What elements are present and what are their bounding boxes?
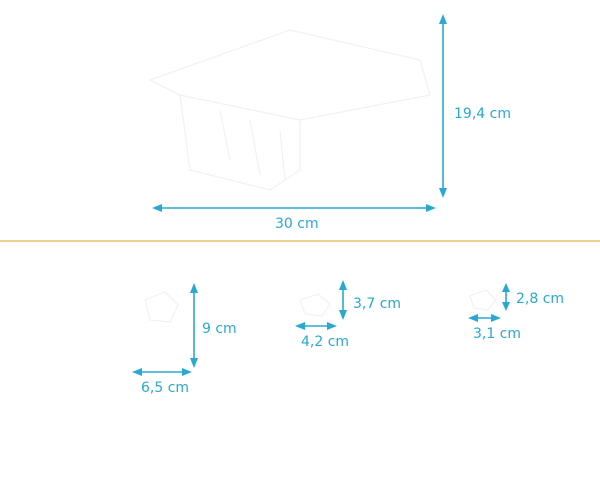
large-width-dimension (152, 204, 436, 212)
small-3-width-dimension (468, 314, 501, 322)
arrow-down-icon (339, 310, 347, 320)
arrow-left-icon (295, 322, 305, 330)
small-3-height-dimension (502, 283, 510, 311)
arrow-right-icon (182, 368, 192, 376)
small-2-width-dimension (295, 322, 337, 330)
large-width-label: 30 cm (275, 216, 319, 232)
small-3-width-label: 3,1 cm (473, 326, 521, 342)
small-2-width-label: 4,2 cm (301, 334, 349, 350)
arrow-up-icon (502, 283, 510, 292)
arrow-up-icon (190, 283, 198, 293)
small-item-2-sketch (299, 293, 331, 317)
small-1-height-dimension (190, 283, 198, 368)
arrow-down-icon (190, 358, 198, 368)
small-1-width-label: 6,5 cm (141, 380, 189, 396)
arrow-down-icon (439, 188, 447, 198)
small-1-height-label: 9 cm (202, 321, 237, 337)
arrow-left-icon (468, 314, 478, 322)
small-item-3-sketch (469, 289, 497, 311)
arrow-left-icon (152, 204, 162, 212)
small-2-height-dimension (339, 280, 347, 320)
small-1-width-dimension (132, 368, 192, 376)
large-height-label: 19,4 cm (454, 106, 511, 122)
small-3-height-label: 2,8 cm (516, 291, 564, 307)
arrow-up-icon (439, 14, 447, 24)
arrow-left-icon (132, 368, 142, 376)
large-item-sketch (148, 29, 431, 191)
small-2-height-label: 3,7 cm (353, 296, 401, 312)
arrow-right-icon (491, 314, 501, 322)
arrow-down-icon (502, 302, 510, 311)
arrow-right-icon (327, 322, 337, 330)
small-item-1-sketch (144, 291, 179, 323)
large-height-dimension (439, 14, 447, 198)
arrow-up-icon (339, 280, 347, 290)
arrow-right-icon (426, 204, 436, 212)
